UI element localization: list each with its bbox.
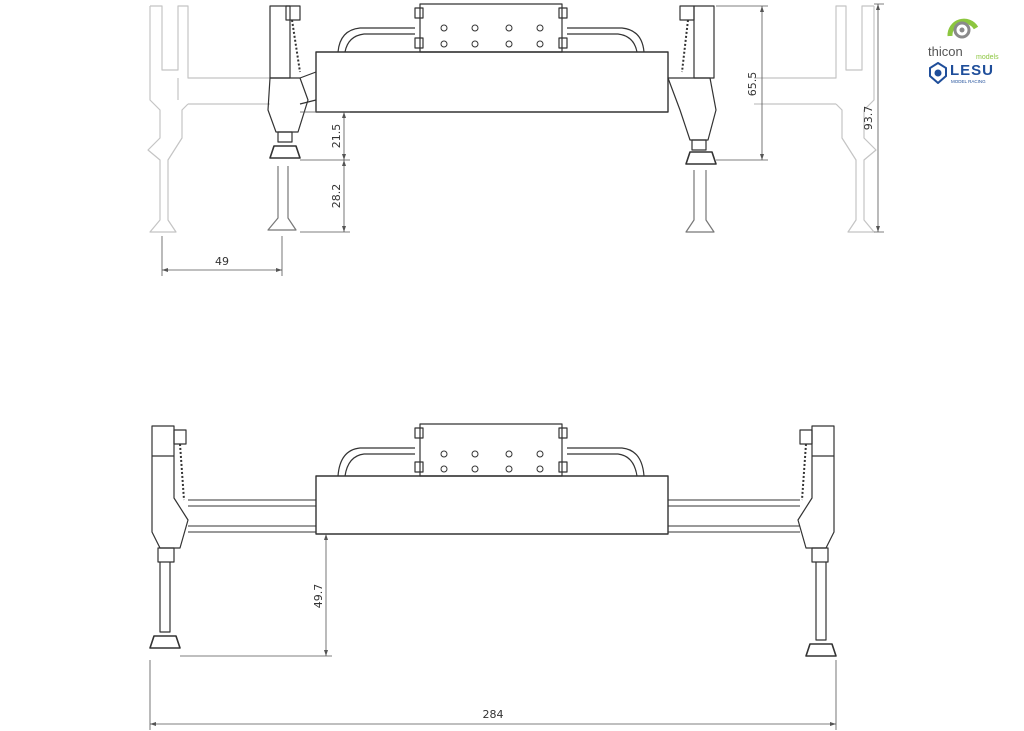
thicon-logo-text: thicon bbox=[928, 44, 963, 59]
dim-top-low-height: 21.5 bbox=[330, 124, 343, 149]
top-main-body bbox=[315, 51, 669, 113]
ghost-right-leg bbox=[754, 5, 877, 233]
bottom-beams bbox=[188, 499, 800, 533]
dimension-arrows bbox=[150, 4, 880, 726]
dim-bottom-height: 49.7 bbox=[312, 584, 325, 609]
bottom-dimension-lines bbox=[149, 534, 837, 730]
bottom-control-box bbox=[337, 423, 645, 477]
bottom-right-leg bbox=[797, 425, 837, 657]
top-left-leg bbox=[267, 5, 317, 159]
dim-top-width: 49 bbox=[215, 255, 229, 268]
lesu-logo-sub: MODEL RACING bbox=[951, 79, 986, 84]
ghost-left-leg bbox=[147, 5, 270, 233]
top-right-foot-leg bbox=[685, 170, 715, 233]
bottom-main-body bbox=[315, 475, 669, 535]
lesu-logo-text: LESU bbox=[950, 62, 995, 79]
dim-top-right-height: 65.5 bbox=[746, 72, 759, 97]
brand-logos: thicon models LESU MODEL RACING bbox=[924, 8, 1014, 88]
top-right-leg bbox=[667, 5, 717, 165]
bottom-left-leg bbox=[149, 425, 189, 649]
thicon-logo-sub: models bbox=[976, 54, 999, 61]
dim-top-foot-height: 28.2 bbox=[330, 184, 343, 209]
top-left-foot-leg bbox=[267, 166, 297, 231]
dim-top-total-height: 93.7 bbox=[862, 106, 875, 131]
dim-bottom-total-width: 284 bbox=[483, 708, 504, 721]
thicon-gear-icon bbox=[947, 18, 979, 39]
lesu-lion-icon bbox=[929, 62, 947, 84]
top-control-box bbox=[337, 3, 645, 53]
top-dimension-lines bbox=[161, 3, 884, 276]
